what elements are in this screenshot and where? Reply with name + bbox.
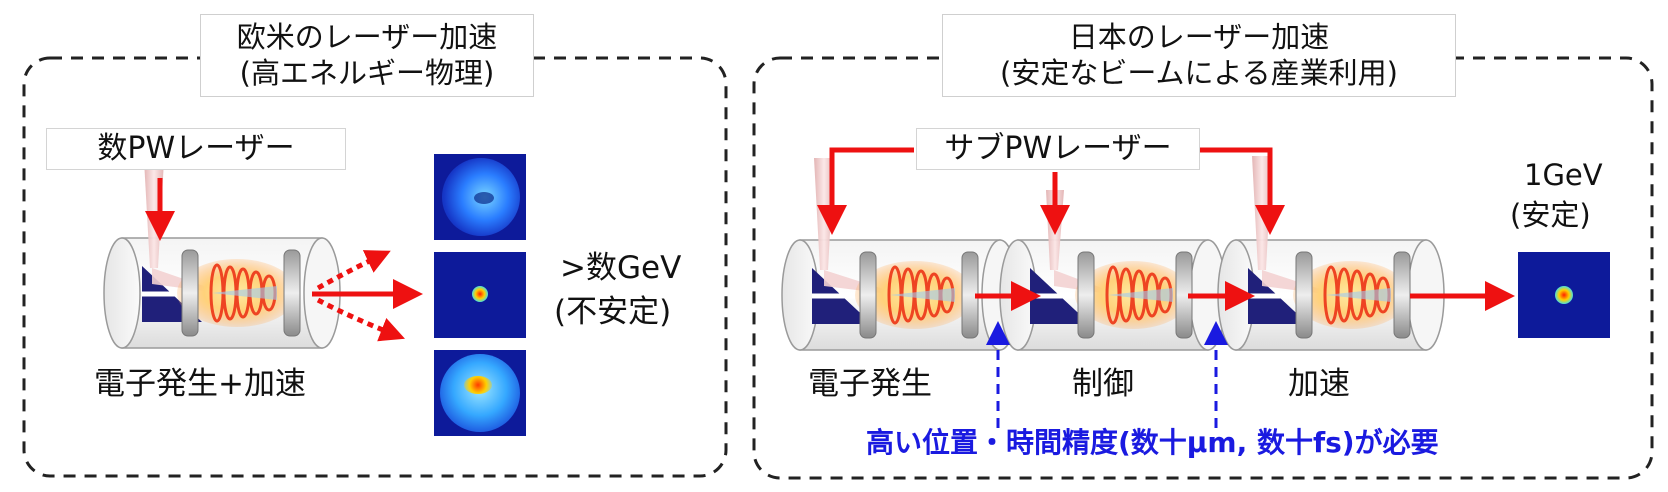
right-stage-2 bbox=[999, 190, 1227, 351]
stage-label-acceleration: 加速 bbox=[1288, 366, 1350, 402]
right-laser-label: サブPWレーザー bbox=[916, 128, 1200, 170]
right-panel-title: 日本のレーザー加速 (安定なビームによる産業利用) bbox=[942, 14, 1456, 97]
left-scatter-arrow-down bbox=[316, 297, 405, 342]
left-title-line1: 欧米のレーザー加速 bbox=[236, 20, 498, 54]
left-accelerator bbox=[103, 160, 341, 349]
beam-profile-stable bbox=[1518, 252, 1610, 338]
precision-note: 高い位置・時間精度(数十μm, 数十fs)が必要 bbox=[866, 426, 1439, 459]
right-stage-1 bbox=[781, 158, 1019, 351]
left-energy-line2: (不安定) bbox=[554, 294, 672, 330]
right-stage-3 bbox=[1217, 156, 1445, 351]
beam-profile-scattered-bottom bbox=[434, 350, 526, 436]
left-title-line2: (高エネルギー物理) bbox=[239, 56, 495, 91]
laser-feed-left bbox=[817, 147, 914, 236]
beam-profile-scattered-top bbox=[434, 154, 526, 240]
left-scatter-arrow-up bbox=[316, 250, 391, 291]
stage-label-control: 制御 bbox=[1072, 366, 1134, 402]
right-energy-line2: (安定) bbox=[1510, 198, 1591, 232]
right-title-line1: 日本のレーザー加速 bbox=[1068, 20, 1330, 54]
right-energy-line1: 1GeV bbox=[1524, 158, 1603, 192]
stage-label-generation: 電子発生 bbox=[808, 366, 932, 402]
left-panel-title: 欧米のレーザー加速 (高エネルギー物理) bbox=[200, 14, 534, 97]
left-energy-line1: >数GeV bbox=[560, 250, 682, 286]
laser-feed-right bbox=[1200, 147, 1285, 236]
left-laser-label: 数PWレーザー bbox=[46, 128, 346, 170]
right-title-line2: (安定なビームによる産業利用) bbox=[1000, 56, 1398, 91]
left-stage-label: 電子発生+加速 bbox=[94, 366, 306, 402]
beam-profile-focused bbox=[434, 252, 526, 338]
